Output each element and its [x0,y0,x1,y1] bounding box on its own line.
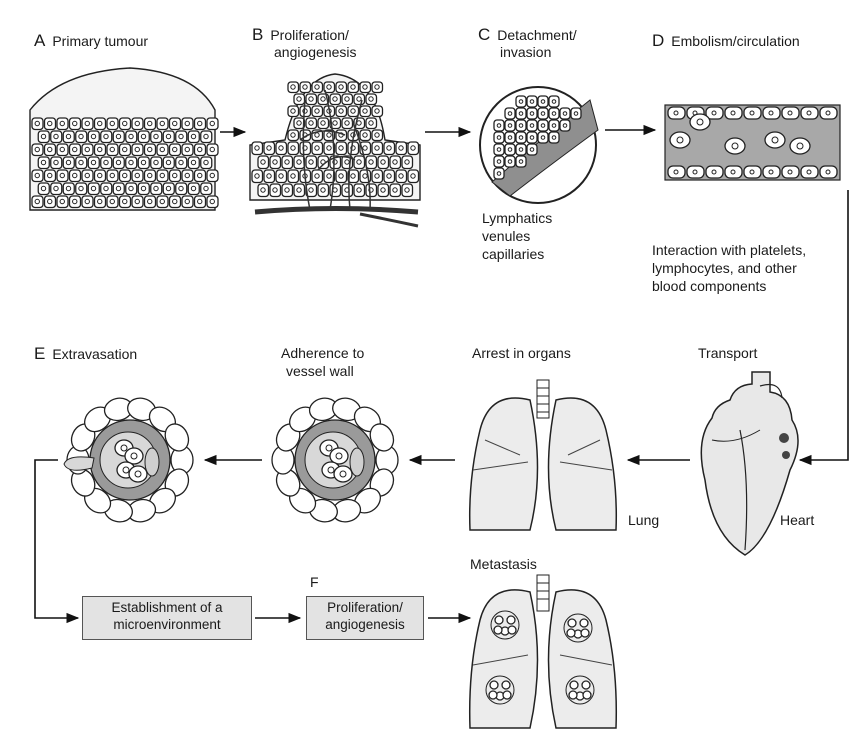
letter-e: E [34,344,45,363]
vessels-line2: venules [482,228,530,245]
establishment-box: Establishment of a microenvironment [82,596,252,640]
transport-title: Transport [698,345,757,362]
b-title-line1: Proliferation/ [270,27,349,43]
blood-vessel-illustration [665,105,840,180]
label-a: A Primary tumour [34,32,148,50]
d-note-line1: Interaction with platelets, [652,242,806,259]
adherence-line2: vessel wall [286,363,354,380]
arrow-d-to-heart [800,190,848,460]
d-title: Embolism/circulation [671,33,799,49]
extravasation-vessel-illustration [64,395,193,524]
d-note-line3: blood components [652,278,766,295]
letter-a: A [34,31,45,50]
letter-f: F [310,574,319,591]
metastasis-title: Metastasis [470,556,537,573]
label-d: D Embolism/circulation [652,32,800,50]
lungs-illustration [470,380,617,530]
letter-d: D [652,31,664,50]
adherence-line1: Adherence to [281,345,364,362]
heart-label: Heart [780,512,814,529]
b-title-line2: angiogenesis [274,44,357,61]
adherence-vessel-illustration [272,395,398,524]
f-line1: Proliferation/ [311,599,419,616]
metastatic-lungs-illustration [470,575,617,728]
primary-tumour-illustration [30,68,218,210]
letter-c: C [478,25,490,44]
d-note-line2: lymphocytes, and other [652,260,797,277]
arrest-title: Arrest in organs [472,345,571,362]
vessels-line3: capillaries [482,246,544,263]
c-title-line2: invasion [500,44,551,61]
f-line2: angiogenesis [311,616,419,633]
establishment-line1: Establishment of a [87,599,247,616]
primary-tumour-title: Primary tumour [52,33,148,49]
label-e: E Extravasation [34,345,137,363]
label-b: B Proliferation/ [252,26,349,44]
e-title: Extravasation [52,346,137,362]
lung-label: Lung [628,512,659,529]
invasion-illustration [480,87,598,203]
angiogenesis-illustration [250,74,420,226]
label-c: C Detachment/ [478,26,577,44]
vessels-line1: Lymphatics [482,210,552,227]
c-title-line1: Detachment/ [497,27,576,43]
establishment-line2: microenvironment [87,616,247,633]
proliferation-box: Proliferation/ angiogenesis [306,596,424,640]
letter-b: B [252,25,263,44]
